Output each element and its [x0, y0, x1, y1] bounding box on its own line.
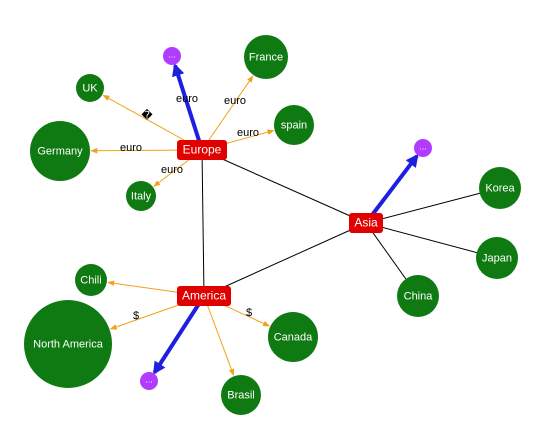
- node-label: Canada: [274, 331, 313, 343]
- edge-label-europe-germany: euro: [120, 142, 142, 154]
- node-north-america[interactable]: North America: [24, 300, 112, 388]
- edge-europe-exp_europe: [172, 63, 204, 151]
- node-label: Germany: [37, 145, 83, 157]
- expand-label: ...: [419, 141, 427, 151]
- node-label: North America: [33, 338, 104, 350]
- edge-asia-america: [203, 222, 367, 297]
- node-circle: [274, 105, 314, 145]
- node-label: Japan: [482, 252, 512, 264]
- edge-europe-asia: [201, 149, 367, 224]
- expand-circle: [140, 372, 158, 390]
- node-italy[interactable]: Italy: [126, 181, 156, 211]
- edge-label-europe-spain: euro: [237, 127, 259, 139]
- node-circle: [76, 74, 104, 102]
- hub-node-asia[interactable]: Asia: [349, 213, 383, 233]
- edge-label-europe-france: euro: [224, 95, 246, 107]
- hub-label: Asia: [354, 216, 378, 230]
- node-label: UK: [82, 82, 98, 94]
- edge-label-america-canada: $: [246, 307, 252, 319]
- node-circle: [75, 264, 107, 296]
- edge-asia-korea: [365, 187, 501, 224]
- edge-label-europe-italy: euro: [161, 164, 183, 176]
- node-circle: [221, 375, 261, 415]
- edge-label-america-north_america: $: [133, 310, 139, 322]
- node-circle: [126, 181, 156, 211]
- node-label: Brasil: [227, 389, 255, 401]
- node-circle: [479, 167, 521, 209]
- edge-europe-france: [201, 75, 254, 151]
- node-circle: [24, 300, 112, 388]
- node-circle: [397, 275, 439, 317]
- expand-label: ...: [145, 374, 153, 384]
- hub-node-america[interactable]: America: [177, 286, 231, 306]
- node-circle: [268, 312, 318, 362]
- hub-label: Europe: [183, 143, 222, 157]
- edge-asia-exp_asia: [364, 153, 419, 225]
- node-chili[interactable]: Chili: [75, 264, 107, 296]
- node-korea[interactable]: Korea: [479, 167, 521, 209]
- edge-label-europe-uk: �: [141, 109, 153, 122]
- edge-labels-layer: � euro euro euro euro euro $ $: [120, 93, 259, 322]
- edge-asia-japan: [365, 222, 498, 259]
- node-circle: [244, 35, 288, 79]
- node-circle: [30, 121, 90, 181]
- hub-box: [177, 140, 227, 160]
- node-label: Korea: [485, 182, 515, 194]
- node-circle: [476, 237, 518, 279]
- node-label: Chili: [80, 274, 101, 286]
- expand-node-europe[interactable]: ...: [163, 47, 181, 65]
- node-label: China: [404, 290, 434, 302]
- expand-label: ...: [168, 49, 176, 59]
- node-uk[interactable]: UK: [76, 74, 104, 102]
- expand-circle: [163, 47, 181, 65]
- node-label: spain: [281, 119, 307, 131]
- node-japan[interactable]: Japan: [476, 237, 518, 279]
- edge-label-europe-exp_europe: euro: [176, 93, 198, 105]
- edge-america-brasil: [203, 295, 235, 376]
- node-label: France: [249, 51, 283, 63]
- hub-box: [349, 213, 383, 233]
- node-canada[interactable]: Canada: [268, 312, 318, 362]
- node-china[interactable]: China: [397, 275, 439, 317]
- hub-node-europe[interactable]: Europe: [177, 140, 227, 160]
- node-brasil[interactable]: Brasil: [221, 375, 261, 415]
- edge-europe-america: [201, 149, 205, 297]
- hub-box: [177, 286, 231, 306]
- node-germany[interactable]: Germany: [30, 121, 90, 181]
- expand-circle: [414, 139, 432, 157]
- node-france[interactable]: France: [244, 35, 288, 79]
- expand-node-asia[interactable]: ...: [414, 139, 432, 157]
- hub-label: America: [182, 289, 226, 303]
- node-spain[interactable]: spain: [274, 105, 314, 145]
- edge-america-exp_america: [152, 294, 206, 375]
- node-label: Italy: [131, 190, 152, 202]
- expand-node-america[interactable]: ...: [140, 372, 158, 390]
